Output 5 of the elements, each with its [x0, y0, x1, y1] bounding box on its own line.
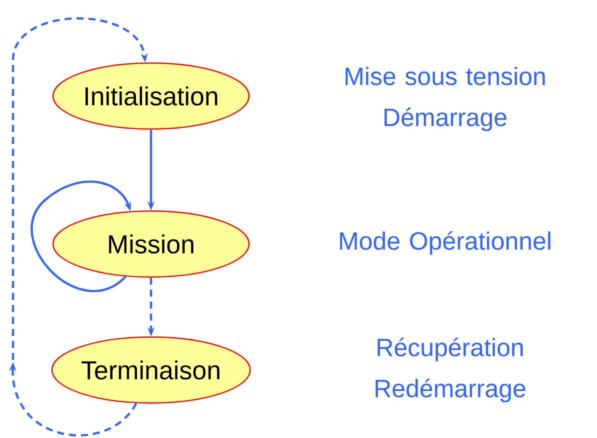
arrow — [12, 17, 148, 360]
state-description: Mise sous tension Démarrage — [346, 66, 545, 132]
state-description: Récupération Redémarrage — [376, 338, 526, 402]
state-description: Mode Opérationnel — [340, 231, 550, 255]
arrow — [31, 180, 131, 292]
